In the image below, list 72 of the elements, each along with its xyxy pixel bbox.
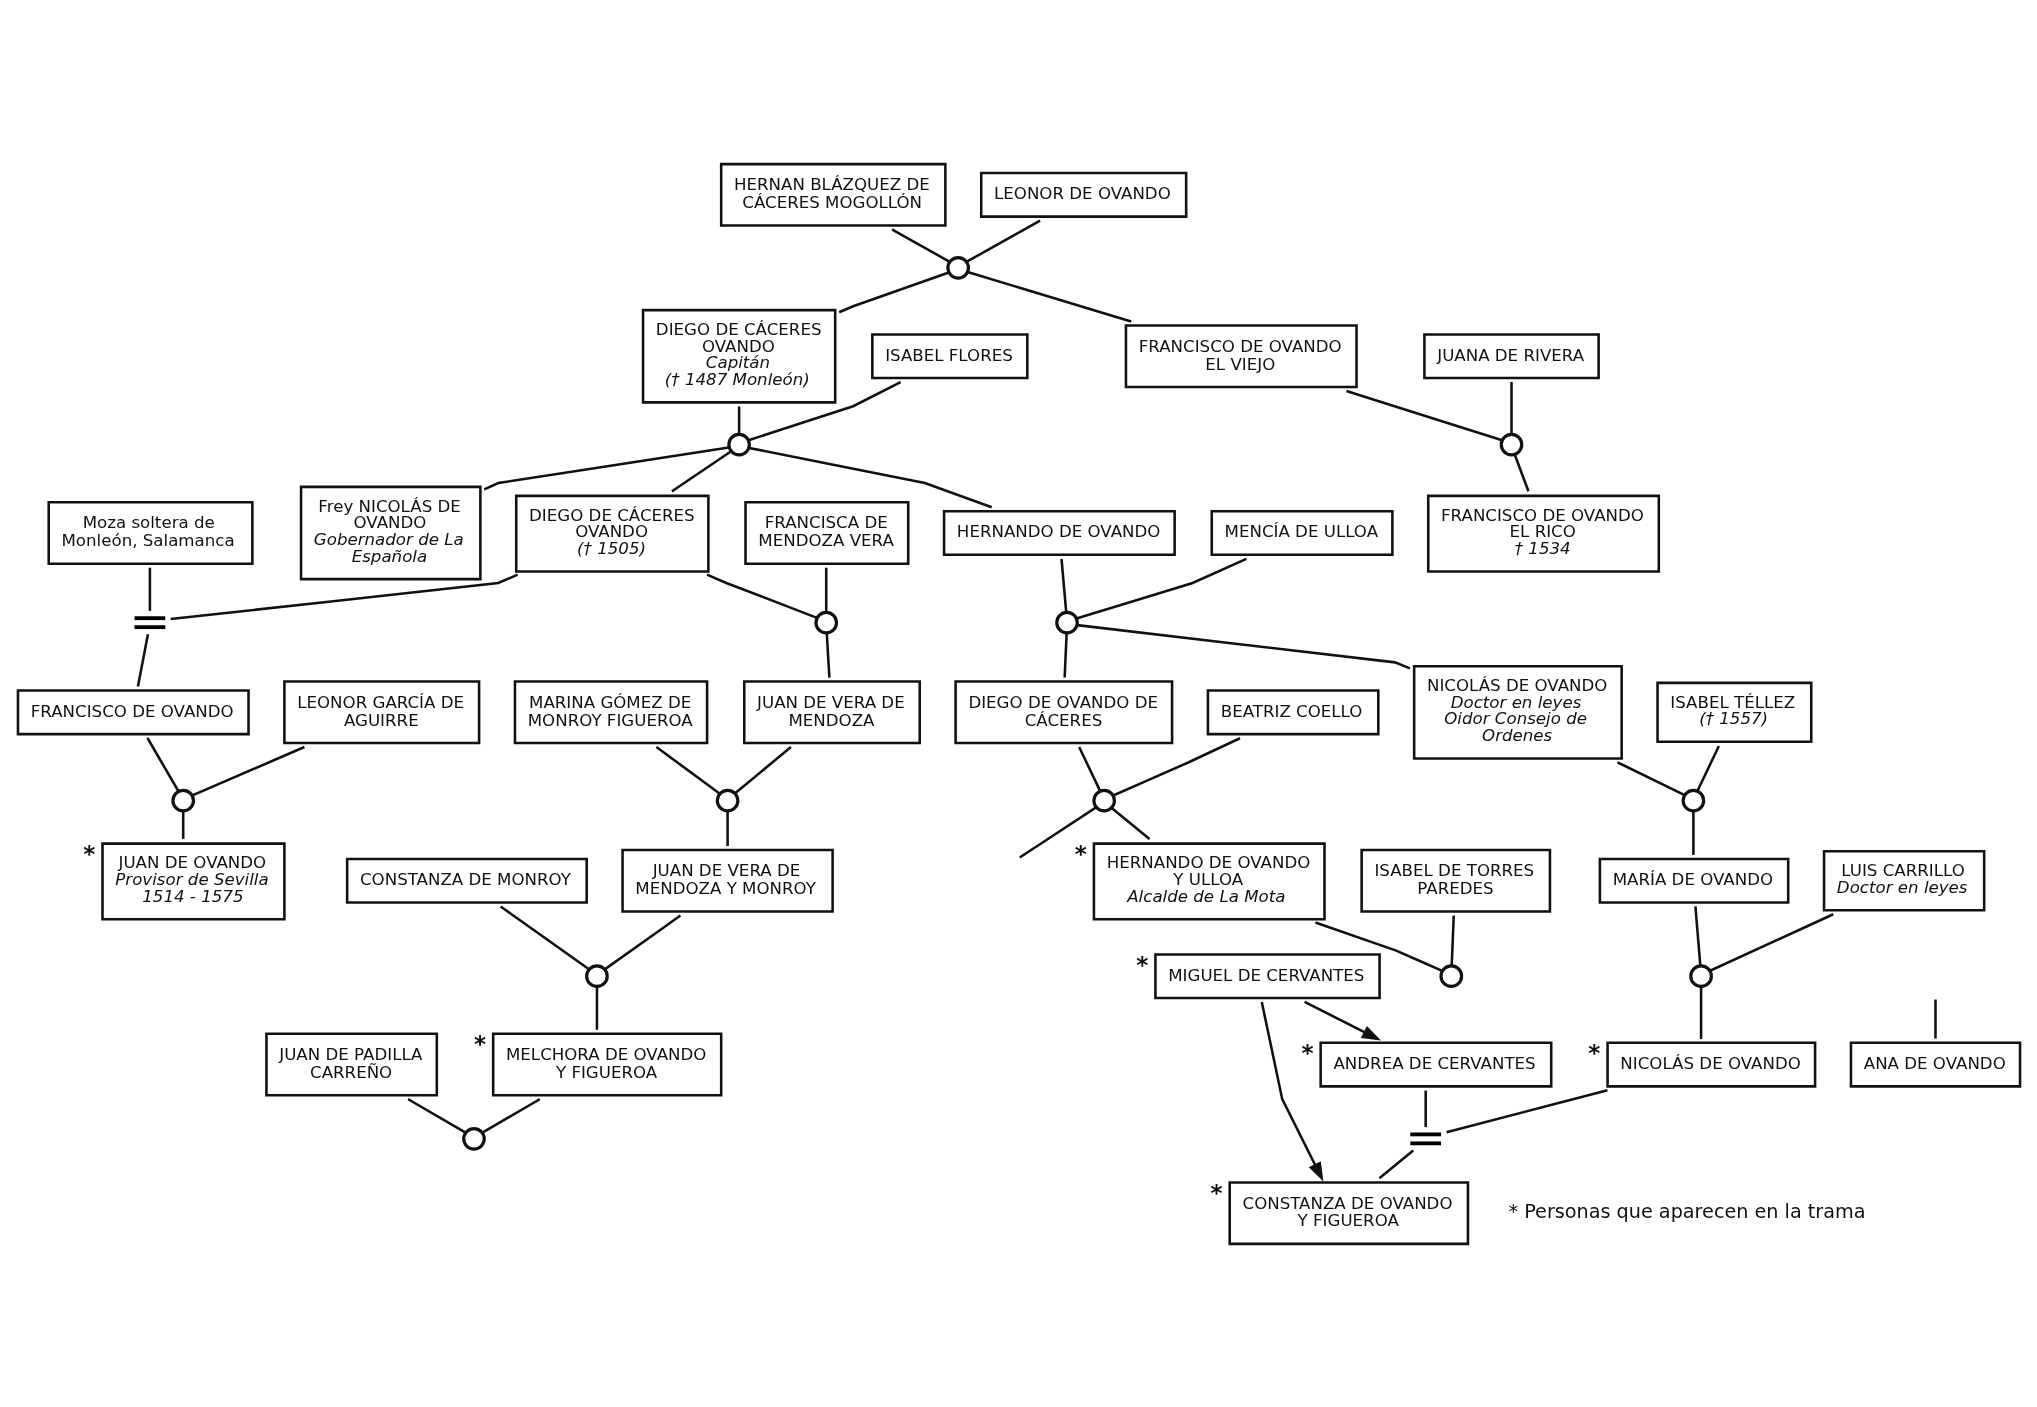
node-circle [170,788,195,813]
connector [1449,915,1455,966]
connector [655,745,721,795]
connector [1077,746,1101,792]
connector [1691,811,1695,855]
connector [1509,381,1513,434]
connector [1513,453,1530,492]
node-label: * [1135,951,1148,978]
connector [1314,920,1443,972]
connector [1062,632,1068,678]
connector [1616,760,1685,796]
connector [838,270,949,313]
connector [733,745,792,794]
connector [1699,986,1702,1039]
node-label: * [1300,1039,1313,1066]
connector [1345,389,1502,442]
connector [1110,806,1150,840]
node-label: * [1074,840,1087,867]
connector [1933,999,1937,1039]
node-circle [1091,788,1116,813]
connector [1695,745,1720,792]
connector [1076,623,1410,670]
label: * Personas que aparecen en la trama [1507,1199,1865,1223]
connector [145,736,180,792]
arrow [1303,1000,1381,1041]
connector [595,986,598,1030]
connector [1423,1090,1427,1127]
connector [737,405,740,434]
connector [824,567,827,612]
arrow [1260,1001,1323,1182]
connector [603,914,681,970]
connector [670,449,732,492]
node-circle [726,432,751,456]
connector [748,446,992,508]
connector [890,227,950,263]
connector [407,1097,466,1134]
node-circle [1688,963,1713,988]
connector [170,573,518,620]
node-circle [715,788,739,813]
node-circle [461,1126,486,1151]
connector [747,380,901,441]
connector [481,1097,540,1134]
node-circle [1438,963,1463,988]
node-circle [1499,432,1523,456]
connector [1059,558,1067,612]
connector [1445,1088,1608,1133]
connector [1018,805,1097,859]
node-label: * [1587,1039,1600,1066]
connector [148,567,151,611]
node-circle [813,610,838,634]
node-circle [945,255,970,280]
connector [725,811,729,846]
node-label: * [473,1030,486,1057]
connector [966,270,1132,323]
connector [1709,912,1834,972]
node-label: * [82,840,95,867]
connector [824,632,831,678]
node-circle [584,963,609,988]
connector [1693,905,1702,966]
node-circle [1054,610,1079,634]
connector [705,573,817,619]
connector [181,811,184,839]
connector [1112,736,1241,797]
node-circle [1681,788,1705,813]
connector [499,904,590,970]
connector [483,445,729,491]
node-label: * [1210,1179,1223,1206]
connector [1075,557,1247,620]
connector [965,218,1041,263]
connector [1378,1148,1414,1179]
connector [136,633,149,687]
connector [191,745,305,797]
